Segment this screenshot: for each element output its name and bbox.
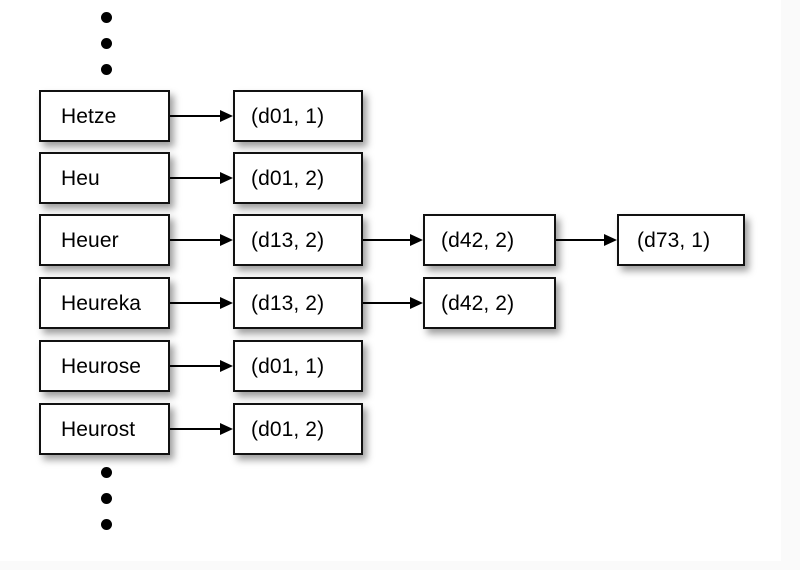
term-box-heurost[interactable]: Heurost	[39, 403, 170, 455]
ellipsis-bottom	[99, 467, 113, 530]
posting-box-4[interactable]: (d13, 2)	[233, 277, 363, 329]
posting-box-8[interactable]: (d42, 2)	[423, 277, 556, 329]
ellipsis-top	[99, 12, 113, 75]
term-label: Heu	[61, 166, 100, 190]
posting-label: (d01, 1)	[251, 354, 325, 378]
term-box-heurose[interactable]: Heurose	[39, 340, 170, 392]
term-label: Heuer	[61, 228, 119, 252]
posting-box-9[interactable]: (d73, 1)	[617, 214, 745, 266]
posting-label: (d13, 2)	[251, 291, 325, 315]
posting-box-3[interactable]: (d13, 2)	[233, 214, 363, 266]
term-box-heureka[interactable]: Heureka	[39, 277, 170, 329]
posting-label: (d42, 2)	[441, 291, 515, 315]
term-label: Heureka	[61, 291, 142, 315]
term-label: Heurost	[61, 417, 136, 441]
term-box-heu[interactable]: Heu	[39, 152, 170, 204]
ellipsis-dot	[100, 12, 112, 23]
ellipsis-dot	[100, 519, 112, 530]
term-label: Hetze	[61, 104, 117, 128]
posting-box-1[interactable]: (d01, 1)	[233, 90, 363, 142]
ellipsis-dot	[100, 493, 112, 504]
posting-label: (d13, 2)	[251, 228, 325, 252]
posting-box-7[interactable]: (d42, 2)	[423, 214, 556, 266]
posting-label: (d73, 1)	[637, 228, 711, 252]
term-box-hetze[interactable]: Hetze	[39, 90, 170, 142]
ellipsis-dot	[100, 64, 112, 75]
posting-label: (d01, 1)	[251, 104, 325, 128]
posting-label: (d01, 2)	[251, 417, 325, 441]
ellipsis-dot	[100, 467, 112, 478]
posting-box-5[interactable]: (d01, 1)	[233, 340, 363, 392]
term-box-heuer[interactable]: Heuer	[39, 214, 170, 266]
posting-box-6[interactable]: (d01, 2)	[233, 403, 363, 455]
posting-box-2[interactable]: (d01, 2)	[233, 152, 363, 204]
posting-label: (d42, 2)	[441, 228, 515, 252]
term-label: Heurose	[61, 354, 142, 378]
posting-label: (d01, 2)	[251, 166, 325, 190]
ellipsis-dot	[100, 38, 112, 49]
